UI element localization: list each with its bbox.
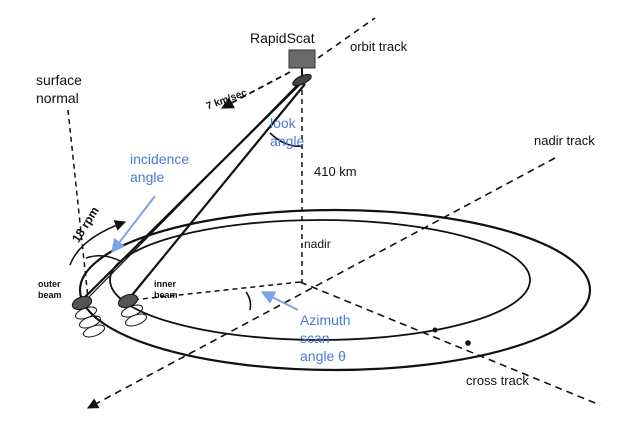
rotation-arrow [69, 220, 127, 266]
azimuth-label-line3: angle θ [300, 348, 346, 364]
inner-beam-label-line2: beam [154, 290, 178, 300]
azimuth-reference-line [131, 281, 301, 301]
outer-beam-label-line2: beam [38, 290, 62, 300]
inner-beam-line [127, 83, 306, 301]
outer-scan-ellipse [78, 208, 592, 372]
surface-normal-label-line1: surface [36, 72, 82, 88]
azimuth-angle-arc [245, 291, 252, 311]
cross-track-line [299, 281, 601, 406]
outer-beam-label-line1: outer [38, 279, 61, 289]
outer-beam-footprint [71, 295, 105, 338]
azimuth-pointer-arrow [260, 291, 299, 311]
rapidscat-instrument-box [288, 49, 316, 69]
outer-beam-line [81, 81, 303, 301]
azimuth-label-line1: Azimuth [300, 312, 351, 328]
antenna-dish [292, 73, 312, 87]
incidence-pointer-arrow [111, 195, 156, 254]
cross-track-dot-2 [465, 340, 471, 346]
cross-track-label: cross track [466, 373, 529, 388]
inner-beam-label-line1: inner [154, 279, 177, 289]
cross-track-dot-1 [432, 327, 438, 333]
velocity-arrow [220, 71, 291, 109]
outer-beam-line-2 [85, 83, 299, 301]
incidence-angle-label-line2: angle [130, 169, 165, 185]
rapidscat-label: RapidScat [250, 30, 315, 46]
incidence-angle-arc [85, 254, 123, 263]
incidence-angle-label-line1: incidence [130, 151, 190, 167]
inner-beam-footprint [117, 293, 147, 327]
azimuth-label-line2: scan [300, 330, 330, 346]
inner-scan-ellipse [109, 219, 531, 341]
look-angle-label-line1: look [270, 115, 296, 131]
altitude-label: 410 km [314, 164, 357, 179]
nadir-label: nadir [304, 237, 331, 251]
surface-normal-label-line2: normal [36, 90, 79, 106]
surface-normal-line [67, 109, 89, 299]
nadir-track-line [87, 157, 556, 409]
look-angle-arc [269, 132, 303, 148]
nadir-track-label: nadir track [534, 133, 595, 148]
look-angle-label-line2: angle [270, 133, 305, 149]
orbit-track-line [317, 17, 376, 59]
orbit-track-label: orbit track [350, 39, 408, 54]
